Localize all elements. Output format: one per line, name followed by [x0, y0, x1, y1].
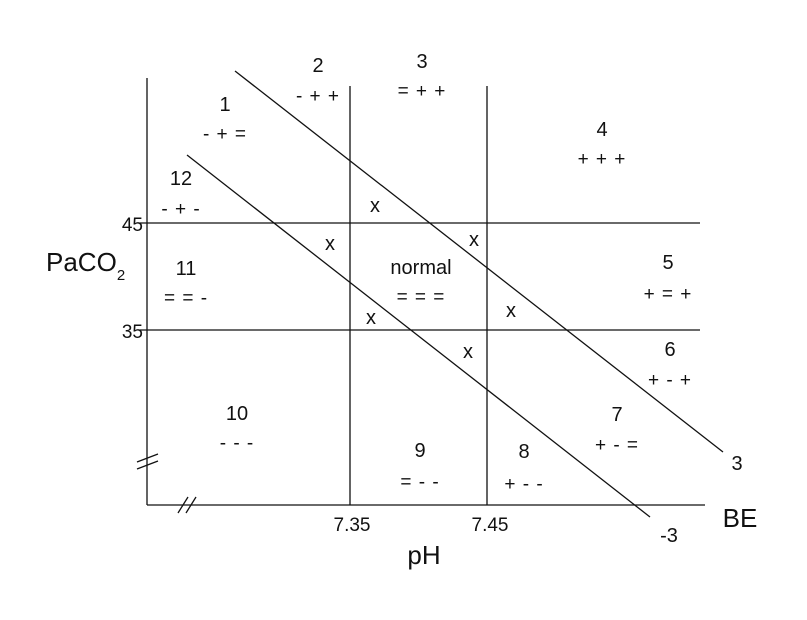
- region-number: 4: [596, 119, 607, 141]
- region-number: 10: [226, 403, 248, 425]
- y-axis-title: PaCO2: [46, 247, 125, 284]
- region-code: - + =: [203, 124, 247, 145]
- x-axis-title: pH: [407, 540, 440, 570]
- region-5: 5 + = +: [644, 252, 693, 305]
- region-12: 12 - + -: [161, 168, 200, 220]
- region-code: - - -: [220, 433, 255, 454]
- be-plus3-label: 3: [731, 453, 742, 475]
- region-number: 8: [518, 441, 529, 463]
- intersection-marker: x: [463, 341, 473, 363]
- intersection-marker: x: [366, 307, 376, 329]
- region-number: 9: [414, 440, 425, 462]
- intersection-marker: x: [325, 233, 335, 255]
- x-tick-745: 7.45: [472, 515, 509, 536]
- region-code: = - -: [400, 472, 439, 493]
- region-10: 10 - - -: [220, 403, 255, 454]
- region-number: 11: [176, 258, 197, 280]
- region-code: + - =: [595, 435, 639, 456]
- region-code: - + -: [161, 199, 200, 220]
- region-number: 12: [170, 168, 192, 190]
- region-number: 1: [219, 94, 230, 116]
- region-number: 3: [416, 51, 427, 73]
- region-code: = + +: [398, 81, 447, 102]
- be-minus3-label: -3: [660, 525, 678, 547]
- region-6: 6 + - +: [648, 339, 692, 391]
- region-code: = = -: [164, 288, 208, 309]
- x-tick-735: 7.35: [334, 515, 371, 536]
- region-8: 8 + - -: [504, 441, 543, 495]
- intersection-marker: x: [469, 229, 479, 251]
- region-code: - + +: [296, 86, 340, 107]
- region-7: 7 + - =: [595, 404, 639, 456]
- region-number: 5: [662, 252, 673, 274]
- region-number: 7: [611, 404, 622, 426]
- y-axis-title-subscript: 2: [117, 267, 125, 284]
- intersection-marker: x: [370, 195, 380, 217]
- y-axis-title-main: PaCO: [46, 247, 117, 277]
- normal-label: normal: [390, 257, 451, 279]
- region-code: + - +: [648, 370, 692, 391]
- region-code: + - -: [504, 474, 543, 495]
- region-9: 9 = - -: [400, 440, 439, 493]
- y-tick-35: 35: [122, 322, 143, 343]
- region-3: 3 = + +: [398, 51, 447, 102]
- region-number: 6: [664, 339, 675, 361]
- y-tick-45: 45: [122, 215, 143, 236]
- region-11: 11 = = -: [164, 258, 208, 309]
- region-code: + + +: [578, 149, 627, 170]
- region-code: + = +: [644, 284, 693, 305]
- be-plus3-line: [234, 70, 724, 453]
- x-axis-break-icon: [177, 496, 197, 514]
- be-minus3-line: [186, 154, 651, 518]
- region-1: 1 - + =: [203, 94, 247, 145]
- region-2: 2 - + +: [296, 55, 340, 107]
- y-axis-break-icon: [136, 453, 159, 470]
- normal-code: = = =: [397, 287, 446, 308]
- region-4: 4 + + +: [578, 119, 627, 170]
- region-normal: normal = = =: [390, 257, 451, 308]
- intersection-marker: x: [506, 300, 516, 322]
- region-number: 2: [312, 55, 323, 77]
- be-axis-title: BE: [723, 503, 758, 533]
